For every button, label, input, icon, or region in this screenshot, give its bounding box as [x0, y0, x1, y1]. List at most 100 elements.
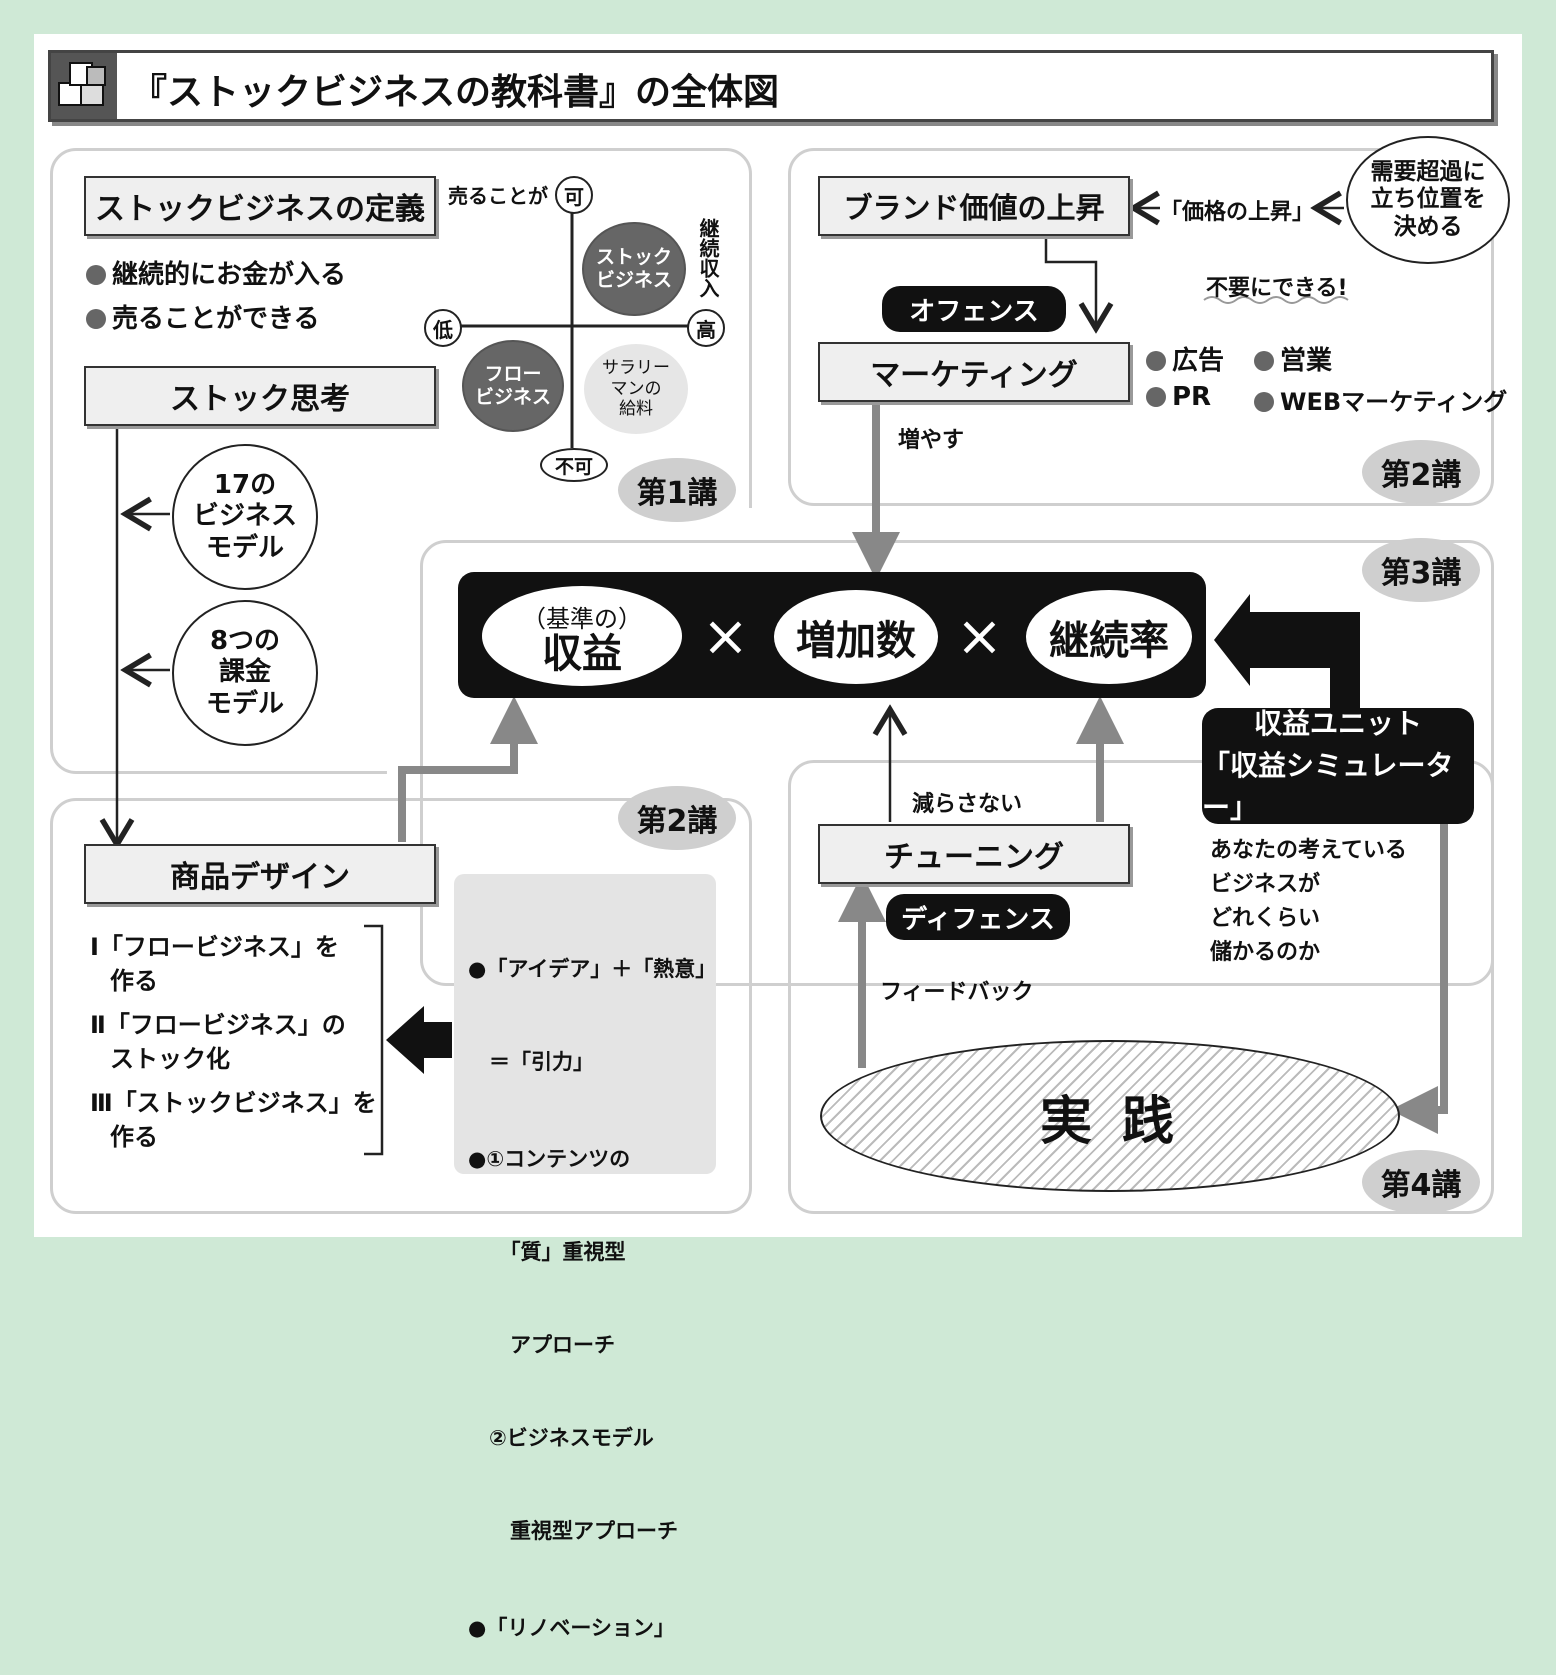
bullet-dot [1146, 351, 1166, 371]
models17-line: ビジネス [192, 501, 297, 532]
step-line: 「フロービジネス」を [98, 933, 339, 961]
unit-desc-line: あなたの考えている [1210, 838, 1407, 863]
matrix-vertical-label: 継続収入 [696, 218, 720, 298]
stock-line: ビジネス [595, 269, 672, 291]
definition-item-text: 売ることができる [112, 304, 320, 334]
step-line: ストック化 [110, 1045, 230, 1073]
unnecessary-text: 不要にできる! [1206, 276, 1348, 301]
flow-line: ビジネス [474, 386, 551, 408]
flow-line: フロー [484, 363, 542, 386]
stock-business-circle: ストック ビジネス [582, 222, 686, 316]
bullet-dot [86, 309, 106, 329]
demand-line: 需要超過に [1370, 158, 1486, 185]
lecture1-badge: 第1講 [618, 458, 736, 522]
base-label: （基準の） [522, 604, 642, 633]
bullet-dot [1146, 387, 1166, 407]
unit-line2: 「収益シミュレーター」 [1202, 749, 1454, 824]
unit-line1: 収益ユニット [1253, 707, 1422, 740]
price-rise-text: 「価格の上昇」 [1160, 200, 1315, 225]
marketing-item-ad: 広告 [1146, 340, 1224, 377]
step-line: 「フロービジネス」の [105, 1011, 346, 1039]
demand-line: 立ち位置を [1370, 186, 1486, 213]
marketing-item-pr: PR [1146, 382, 1211, 412]
idea-line: ＝「引力」 [468, 1050, 594, 1074]
salary-line: 給料 [619, 399, 653, 420]
ideas-box: ●「アイデア」＋「熱意」 ＝「引力」 ●①コンテンツの 「質」重視型 アプローチ… [454, 874, 717, 1640]
defense-label: ディフェンス [886, 894, 1070, 940]
step-number: Ⅰ [90, 933, 99, 961]
definition-item-text: 継続的にお金が入る [112, 260, 347, 290]
product-design-box: 商品デザイン [84, 844, 436, 904]
increase-count-oval: 増加数 [774, 590, 938, 684]
billing-models-circle: 8つの 課金 モデル [172, 600, 318, 746]
bullet-dot [1254, 351, 1274, 371]
marketing-item-text: 営業 [1280, 346, 1333, 376]
practice-label: 実 践 [1039, 1091, 1181, 1152]
increase-text: 増やす [898, 428, 965, 453]
demand-circle: 需要超過に 立ち位置を 決める [1346, 136, 1510, 264]
definition-item-2: 売ることができる [86, 298, 319, 335]
step-1: Ⅰ「フロービジネス」を 作る [90, 930, 377, 998]
panel-lecture3 [420, 540, 1494, 986]
marketing-box: マーケティング [818, 342, 1130, 402]
idea-line: アプローチ [468, 1333, 615, 1357]
marketing-item-text: WEBマーケティング [1280, 388, 1508, 416]
salary-circle: サラリー マンの 給料 [584, 344, 688, 434]
practice-oval: 実 践 [820, 1040, 1400, 1192]
idea-line: ●「リノベーション」 [468, 1616, 675, 1640]
cubes-icon [51, 53, 117, 119]
step-line: 「ストックビジネス」を [112, 1089, 377, 1117]
page-title: 『ストックビジネスの教科書』の全体図 [131, 72, 780, 113]
models17-line: モデル [205, 532, 284, 563]
step-number: Ⅱ [90, 1011, 106, 1039]
matrix-right-label: 高 [687, 309, 725, 347]
matrix-top-label: 可 [555, 176, 593, 214]
unit-desc-line: どれくらい [1210, 906, 1321, 931]
idea-line: 重視型アプローチ [468, 1519, 678, 1543]
unit-desc-line: ビジネスが [1210, 872, 1321, 897]
idea-line: ●「アイデア」＋「熱意」 [468, 957, 717, 981]
matrix-bottom-label: 不可 [540, 448, 608, 482]
lecture3-badge: 第3講 [1362, 538, 1480, 602]
business-models-circle: 17の ビジネス モデル [172, 444, 318, 590]
marketing-item-sales: 営業 [1254, 340, 1332, 377]
tuning-box: チューニング [818, 824, 1130, 884]
step-3: Ⅲ「ストックビジネス」を 作る [90, 1086, 377, 1154]
offense-label: オフェンス [882, 286, 1066, 332]
stock-line: ストック [595, 246, 672, 269]
lecture4-badge: 第4講 [1362, 1150, 1480, 1214]
times-sign-1: × [702, 604, 749, 669]
panel-lecture2-top [788, 148, 1494, 506]
panel-lecture4 [788, 760, 1494, 1214]
idea-line: ②ビジネスモデル [468, 1426, 654, 1450]
unit-desc-line: 儲かるのか [1210, 940, 1321, 965]
models8-line: 8つの [209, 626, 281, 657]
step-line: 作る [110, 967, 158, 995]
revenue-unit-box: 収益ユニット 「収益シミュレーター」 [1202, 707, 1474, 824]
models8-line: モデル [205, 688, 284, 719]
unit-description: あなたの考えている ビジネスが どれくらい 儲かるのか [1210, 834, 1407, 970]
step-number: Ⅲ [90, 1089, 113, 1117]
brand-value-box: ブランド価値の上昇 [818, 176, 1130, 236]
marketing-item-text: 広告 [1172, 346, 1225, 376]
bullet-dot [1254, 392, 1274, 412]
idea-line: ●①コンテンツの [468, 1147, 631, 1171]
definition-item-1: 継続的にお金が入る [86, 254, 346, 291]
stock-thinking-box: ストック思考 [84, 366, 436, 426]
design-steps: Ⅰ「フロービジネス」を 作る Ⅱ「フロービジネス」の ストック化 Ⅲ「ストックビ… [90, 930, 377, 1154]
salary-line: マンの [610, 378, 662, 399]
definition-title: ストックビジネスの定義 [84, 176, 436, 236]
matrix-left-label: 低 [424, 309, 462, 347]
revenue-oval: （基準の） 収益 [482, 586, 682, 686]
times-sign-2: × [956, 604, 1003, 669]
marketing-item-web: WEBマーケティング [1254, 382, 1507, 417]
not-reduce-text: 減らさない [912, 792, 1023, 817]
flow-business-circle: フロー ビジネス [462, 340, 564, 432]
idea-line: 「質」重視型 [468, 1240, 626, 1264]
models17-line: 17の [213, 470, 277, 501]
salary-line: サラリー [602, 358, 670, 379]
connector-lines [0, 0, 1448, 1156]
lecture2-bottom-badge: 第2講 [618, 786, 736, 850]
retention-oval: 継続率 [1026, 590, 1192, 684]
models8-line: 課金 [218, 657, 271, 688]
